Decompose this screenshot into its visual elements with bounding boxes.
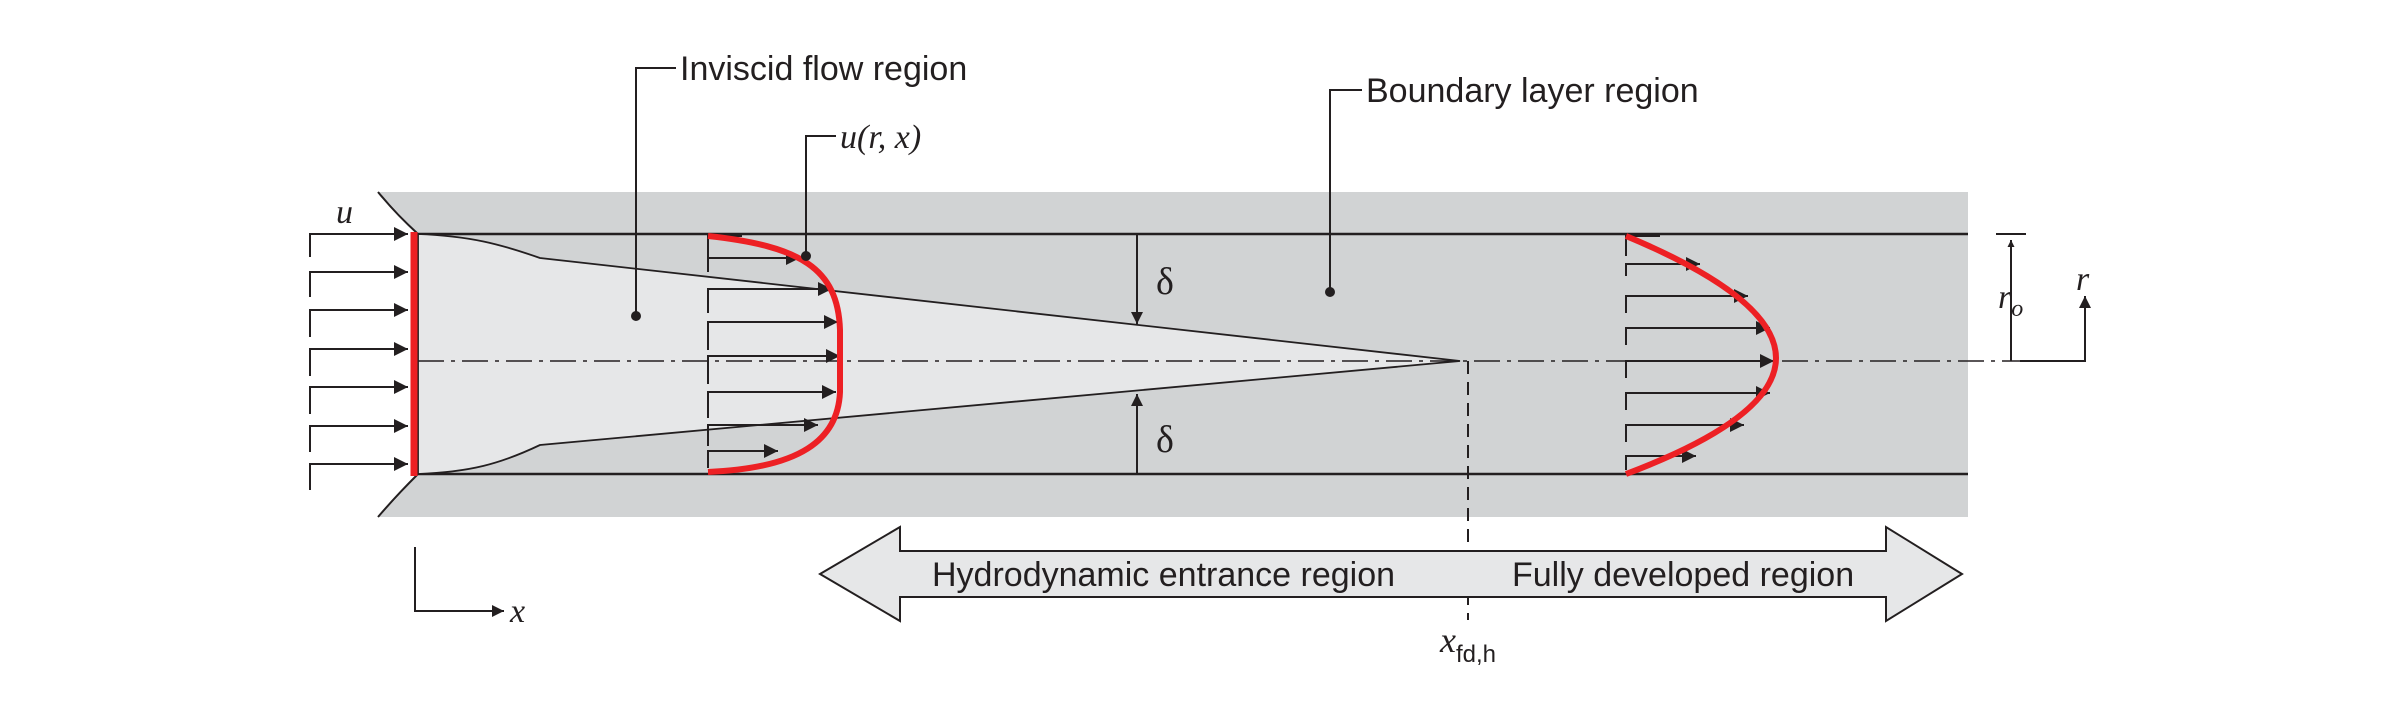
leader-dot-profile: [801, 251, 811, 261]
developing-profile-curve: [707, 233, 843, 475]
r-axis-arrow: [2020, 296, 2091, 362]
x-fd-main: x: [1439, 620, 1456, 660]
leader-dot-boundary: [1325, 287, 1335, 297]
developed-profile-arrows: [1625, 235, 1774, 470]
developed-profile-curve: [1624, 233, 1779, 477]
x-fd-sub: fd,h: [1456, 641, 1496, 668]
ro-sub: o: [2011, 296, 2023, 322]
x-fd-label: xfd,h: [1439, 620, 1496, 668]
inviscid-label: Inviscid flow region: [680, 50, 967, 88]
delta-bottom-label: δ: [1156, 419, 1174, 461]
boundary-label: Boundary layer region: [1366, 72, 1699, 110]
ro-dimension: [1996, 233, 2026, 361]
x-axis-arrow: [414, 547, 504, 617]
ro-main: r: [1998, 279, 2012, 316]
velocity-function-label: u(r, x): [840, 119, 921, 156]
r-axis-label: r: [2076, 261, 2090, 298]
delta-top-label: δ: [1156, 261, 1174, 303]
inlet-velocity-arrows: [309, 227, 408, 490]
ro-label: ro: [1998, 279, 2023, 322]
region-double-arrow: [818, 525, 1964, 623]
entrance-region-label: Hydrodynamic entrance region: [932, 556, 1395, 594]
u-inlet-label: u: [336, 194, 353, 231]
leader-dot-inviscid: [631, 311, 641, 321]
developed-region-label: Fully developed region: [1512, 556, 1854, 594]
x-axis-label: x: [509, 593, 525, 630]
leader-lines: [635, 67, 1362, 316]
inviscid-core: [417, 233, 1461, 475]
